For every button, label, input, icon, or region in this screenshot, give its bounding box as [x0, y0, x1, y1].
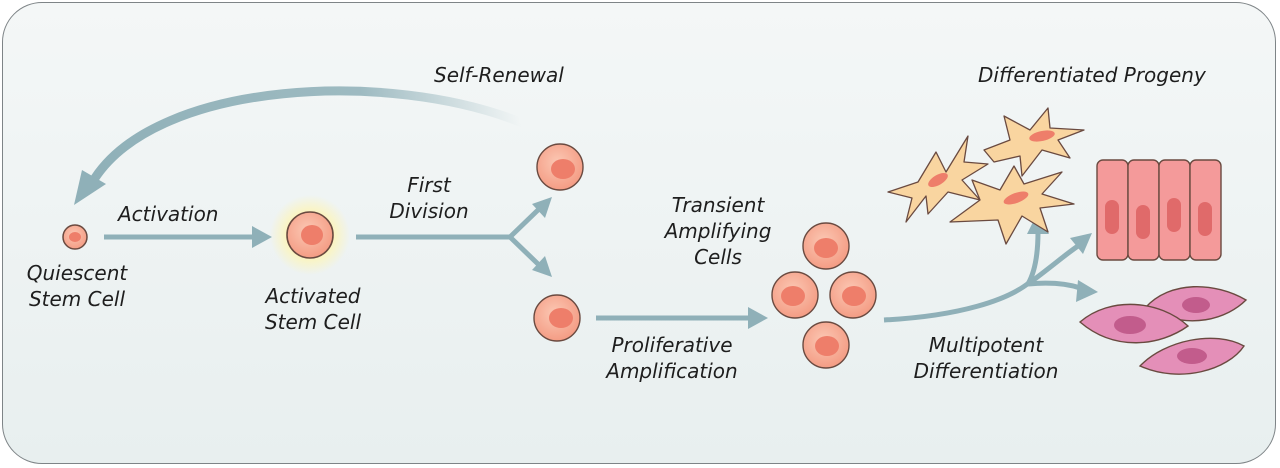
first-division-label: First Division [374, 172, 484, 224]
quiescent-stem-cell [62, 224, 88, 250]
division-fork-down-head [532, 256, 552, 277]
stellate-cell-2 [983, 107, 1085, 177]
stellate-cell-1 [887, 135, 989, 223]
first-division-line1: First [407, 173, 451, 197]
daughter-cell-top [536, 143, 584, 191]
transient-line3: Cells [694, 245, 742, 269]
quiescent-label-line1: Quiescent [26, 261, 128, 285]
multipotent-differentiation-label: Multipotent Differentiation [906, 332, 1066, 384]
activated-stem-cell [270, 195, 350, 275]
differentiation-branch-down [1027, 280, 1081, 291]
differentiated-progeny-label: Differentiated Progeny [978, 63, 1206, 87]
activation-label: Activation [118, 202, 219, 226]
proliferative-line1: Proliferative [611, 333, 733, 357]
proliferative-arrowhead [748, 307, 768, 329]
first-division-line2: Division [389, 199, 469, 223]
stellate-cell-3 [949, 165, 1075, 245]
transient-amplifying-label: Transient Amplifying Cells [658, 192, 778, 270]
multipotent-line1: Multipotent [928, 333, 1044, 357]
pink-cell-1 [1143, 285, 1248, 322]
differentiation-mid-head [1070, 233, 1092, 254]
self-renewal-label: Self-Renewal [434, 63, 564, 87]
multipotent-line2: Differentiation [913, 359, 1059, 383]
activated-stem-cell-label: Activated Stem Cell [252, 283, 374, 335]
activated-label-line1: Activated [265, 284, 361, 308]
activation-arrowhead [252, 226, 272, 248]
transient-line2: Amplifying [664, 219, 772, 243]
pink-cell-3 [1138, 337, 1246, 375]
division-fork-up [508, 208, 540, 239]
differentiation-down-head [1076, 280, 1098, 302]
differentiation-branch-mid [1026, 243, 1080, 287]
proliferative-amplification-label: Proliferative Amplification [594, 332, 750, 384]
division-fork-down [508, 235, 540, 266]
quiescent-label-line2: Stem Cell [28, 287, 126, 311]
division-fork-up-head [532, 197, 552, 218]
quiescent-stem-cell-label: Quiescent Stem Cell [22, 260, 132, 312]
transient-amplifying-cells [771, 222, 877, 369]
self-renewal-arrowhead [74, 170, 106, 205]
columnar-cells [1096, 159, 1222, 261]
daughter-cell-bottom [533, 294, 581, 342]
proliferative-line2: Amplification [606, 359, 738, 383]
activated-label-line2: Stem Cell [264, 310, 362, 334]
pink-cell-2 [1078, 303, 1190, 344]
differentiation-arrow [883, 280, 1032, 323]
self-renewal-arrow [90, 86, 525, 183]
transient-line1: Transient [671, 193, 765, 217]
